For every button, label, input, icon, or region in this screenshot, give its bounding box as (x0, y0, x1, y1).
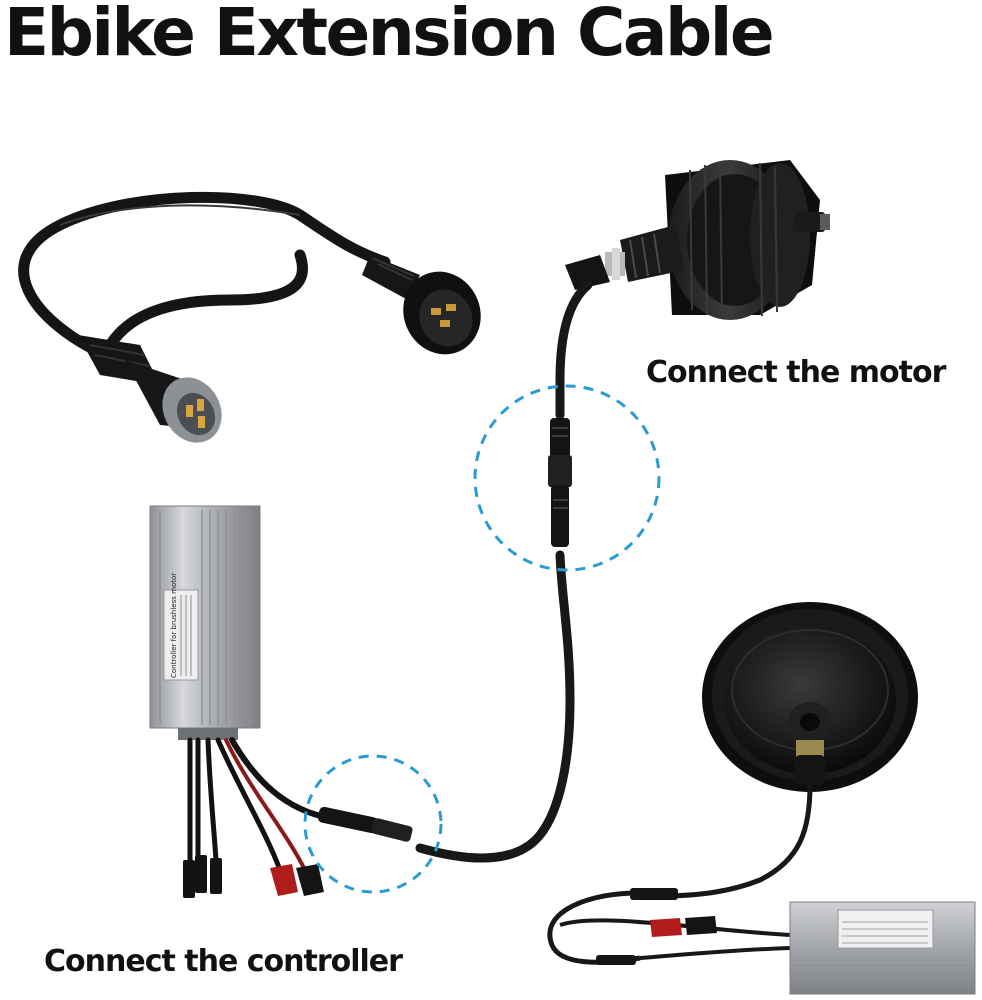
motor-connection-highlight (473, 384, 661, 572)
controller-connection-highlight (303, 754, 443, 894)
page-title: Ebike Extension Cable (4, 0, 775, 71)
extension-cable-route (415, 280, 593, 863)
front-hub-motor (702, 602, 918, 792)
male-connector (78, 335, 222, 443)
female-connector (362, 255, 481, 355)
assembled-controller (547, 784, 976, 995)
controller-caption: Connect the controller (44, 944, 403, 979)
rear-hub-motor (565, 160, 830, 320)
extension-cable (18, 191, 391, 361)
motor-caption: Connect the motor (646, 355, 946, 390)
controller: Controller for brushless motor (149, 505, 413, 898)
controller-label: Controller for brushless motor (170, 573, 178, 678)
